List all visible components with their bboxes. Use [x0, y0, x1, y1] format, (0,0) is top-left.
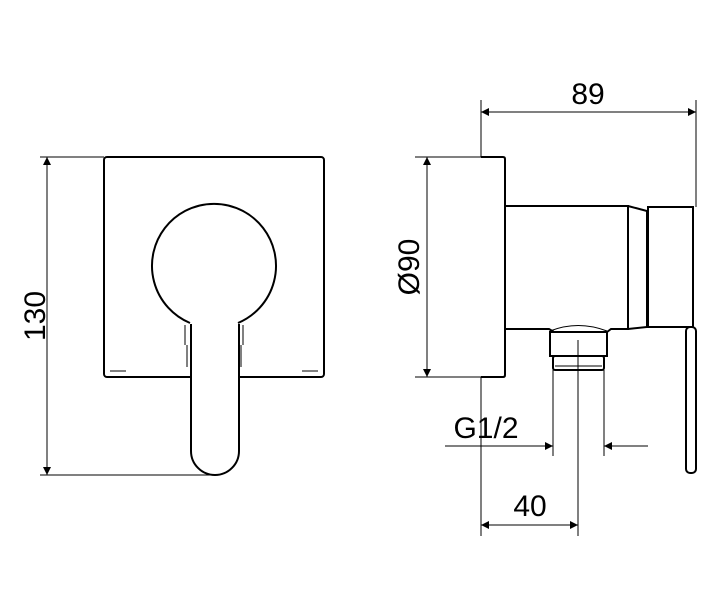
dimension-thread-label: G1/2 [453, 412, 518, 445]
wall-plate-side [481, 156, 506, 378]
cap [647, 206, 694, 328]
handle-knob [151, 202, 277, 324]
dimension-diameter-label: Ø90 [393, 239, 426, 296]
dimension-offset-label: 40 [513, 490, 546, 523]
body [506, 205, 629, 333]
lever-handle [190, 324, 240, 476]
side-view: 89 Ø90 G1/2 40 [393, 78, 697, 536]
front-view: 130 [19, 156, 325, 476]
taper [627, 205, 648, 330]
lever-side [685, 326, 697, 474]
dimension-depth-label: 89 [571, 78, 604, 111]
dimension-height-label: 130 [19, 291, 52, 341]
